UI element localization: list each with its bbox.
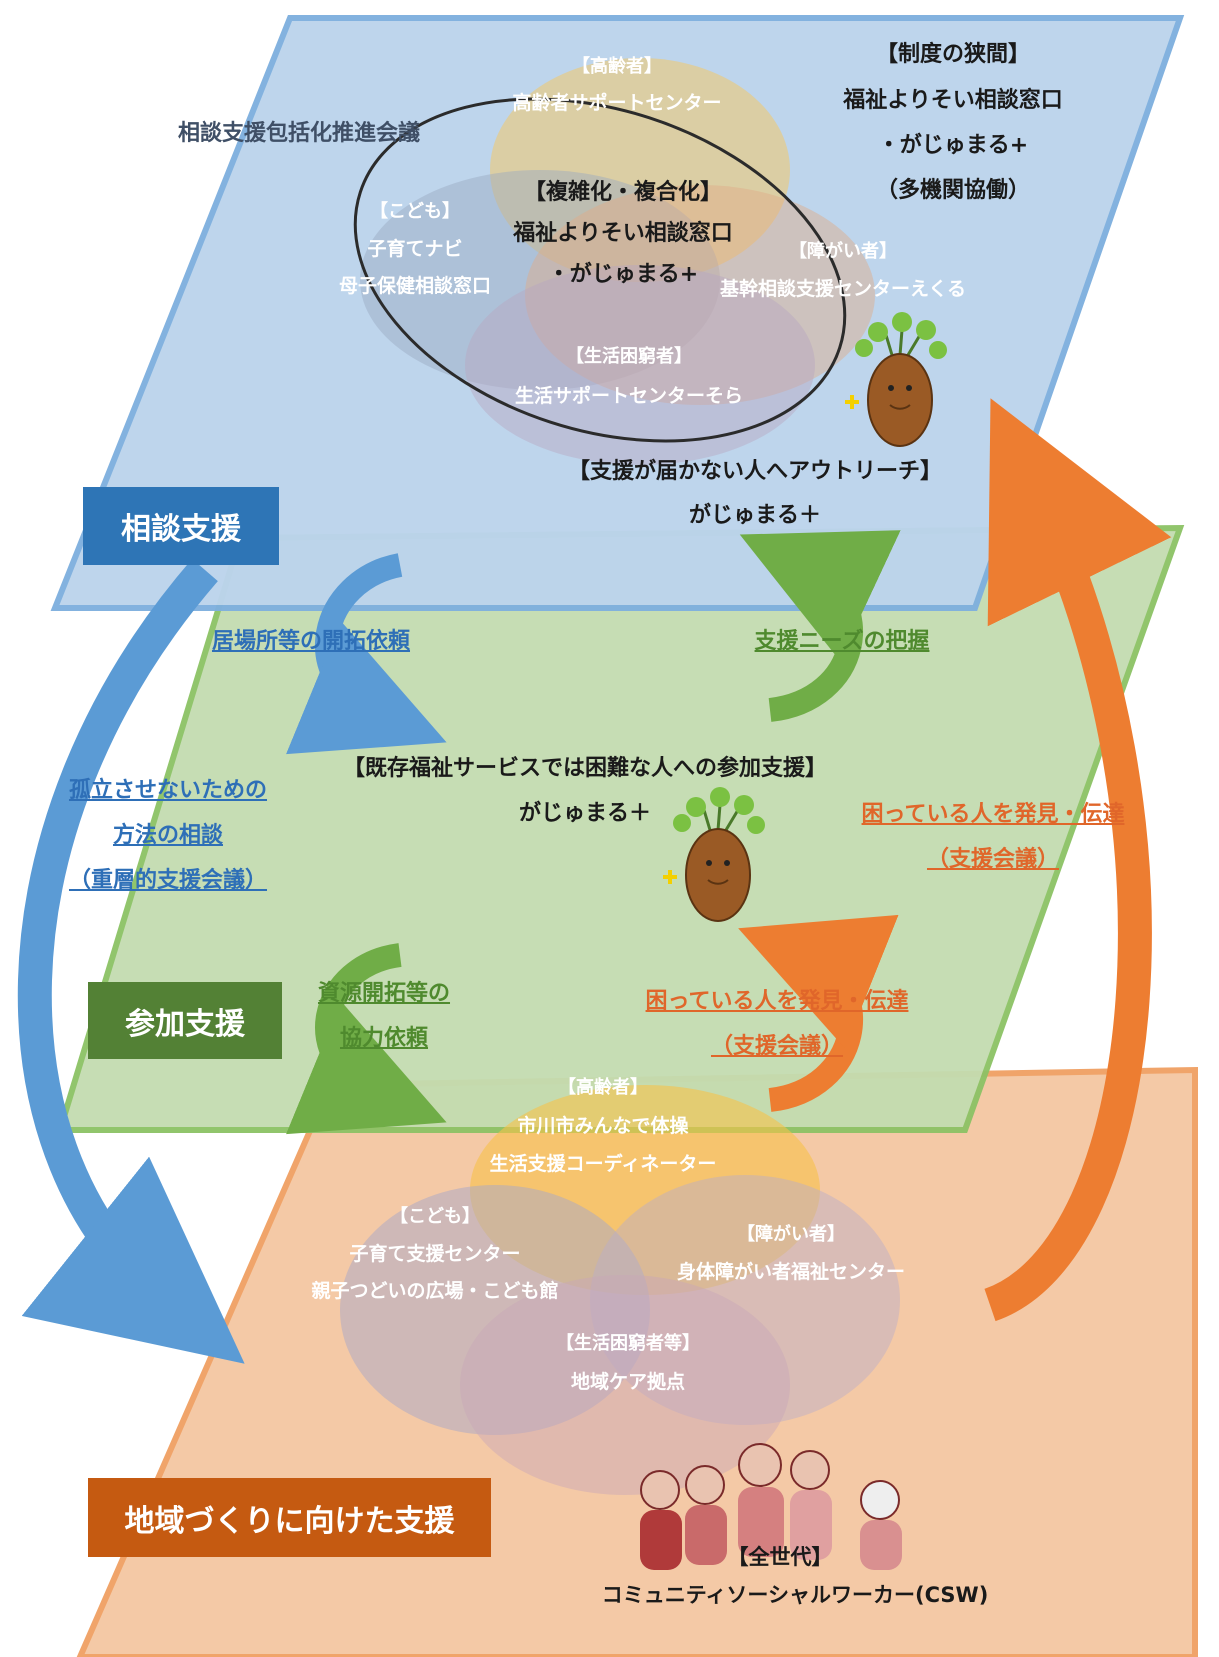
consult-elderly-title: 【高齢者】 [572, 56, 662, 77]
participation-line1: がじゅまる＋ [518, 801, 652, 826]
discover-mid-line1: 困っている人を発見・伝達 [645, 989, 909, 1014]
request-places-arrow [285, 553, 447, 755]
venn-children-2 [340, 1185, 650, 1435]
community-elderly-line1: 市川市みんなで体操 [517, 1115, 689, 1137]
consult-disability-title: 【障がい者】 [789, 241, 897, 262]
community-elderly-line2: 生活支援コーディネーター [489, 1153, 717, 1175]
venn-poverty [465, 265, 815, 465]
consult-layer-tag: 相談支援 [83, 487, 279, 565]
community-venn [340, 1085, 900, 1495]
gap-line1: 福祉よりそい相談窓口 [843, 88, 1063, 113]
grasp-needs-arrow [739, 530, 901, 722]
csw-people-icon [640, 1443, 902, 1570]
isolation-line3: （重層的支援会議） [68, 868, 268, 893]
community-poverty-line1: 地域ケア拠点 [570, 1371, 686, 1393]
csw-title: 【全世代】 [727, 1545, 833, 1569]
venn-children [360, 170, 720, 390]
community-disability-line1: 身体障がい者福祉センター [676, 1261, 906, 1283]
consult-center-line1: 福祉よりそい相談窓口 [513, 221, 733, 246]
discover-right-arrow [983, 398, 1172, 1322]
consult-children-line2: 母子保健相談窓口 [338, 275, 492, 297]
banyan-mascot-icon [845, 312, 947, 447]
outreach-line1: がじゅまる＋ [688, 503, 822, 528]
council-ring [353, 97, 847, 443]
consult-center-line2: ・がじゅまる+ [547, 262, 699, 287]
gap-line3: （多機関協働） [875, 178, 1031, 203]
community-children-line1: 子育て支援センター [349, 1243, 521, 1265]
venn-elderly [490, 58, 790, 282]
participation-layer-tag: 参加支援 [88, 982, 282, 1059]
resource-line2: 協力依頼 [339, 1026, 429, 1051]
consult-venn [353, 58, 875, 465]
outreach-title: 【支援が届かない人へアウトリーチ】 [567, 459, 943, 484]
community-children-title: 【こども】 [390, 1206, 480, 1227]
banyan-mascot-icon [663, 787, 765, 922]
isolation-arrow [17, 558, 245, 1364]
gap-title: 【制度の狭間】 [875, 42, 1031, 67]
consult-poverty-line1: 生活サポートセンターそら [514, 385, 744, 407]
consult-layer [50, 15, 1185, 611]
community-layer-tag: 地域づくりに向けた支援 [88, 1478, 491, 1557]
resource-line1: 資源開拓等の [317, 981, 451, 1006]
discover-mid-line2: （支援会議） [710, 1034, 844, 1059]
consult-disability-line1: 基幹相談支援センターえくる [719, 278, 967, 300]
consult-poverty-title: 【生活困窮者】 [566, 346, 692, 367]
community-elderly-title: 【高齢者】 [558, 1077, 648, 1098]
consult-children-title: 【こども】 [370, 201, 460, 222]
community-disability-title: 【障がい者】 [737, 1224, 845, 1245]
grasp-needs-label: 支援ニーズの把握 [754, 629, 930, 654]
request-places-label: 居場所等の開拓依頼 [211, 629, 411, 654]
discover-right-line2: （支援会議） [926, 847, 1060, 872]
community-children-line2: 親子つどいの広場・こども館 [311, 1280, 559, 1302]
consult-elderly-line1: 高齢者サポートセンター [512, 92, 722, 114]
isolation-line1: 孤立させないための [68, 778, 268, 803]
discover-mid-arrow [738, 915, 899, 1112]
community-poverty-title: 【生活困窮者等】 [556, 1333, 700, 1354]
resource-arrow [285, 943, 447, 1135]
venn-poverty-2 [460, 1275, 790, 1495]
council-label: 相談支援包括化推進会議 [178, 121, 421, 146]
gap-line2: ・がじゅまる+ [877, 133, 1029, 158]
discover-right-line1: 困っている人を発見・伝達 [861, 802, 1125, 827]
consult-children-line1: 子育てナビ [367, 238, 463, 260]
venn-disability [525, 185, 875, 405]
participation-title: 【既存福祉サービスでは困難な人への参加支援】 [342, 756, 828, 781]
venn-disability-2 [590, 1175, 900, 1425]
isolation-line2: 方法の相談 [112, 823, 224, 848]
consult-center-title: 【複雑化・複合化】 [523, 180, 723, 205]
csw-line1: コミュニティソーシャルワーカー(CSW) [601, 1583, 989, 1607]
